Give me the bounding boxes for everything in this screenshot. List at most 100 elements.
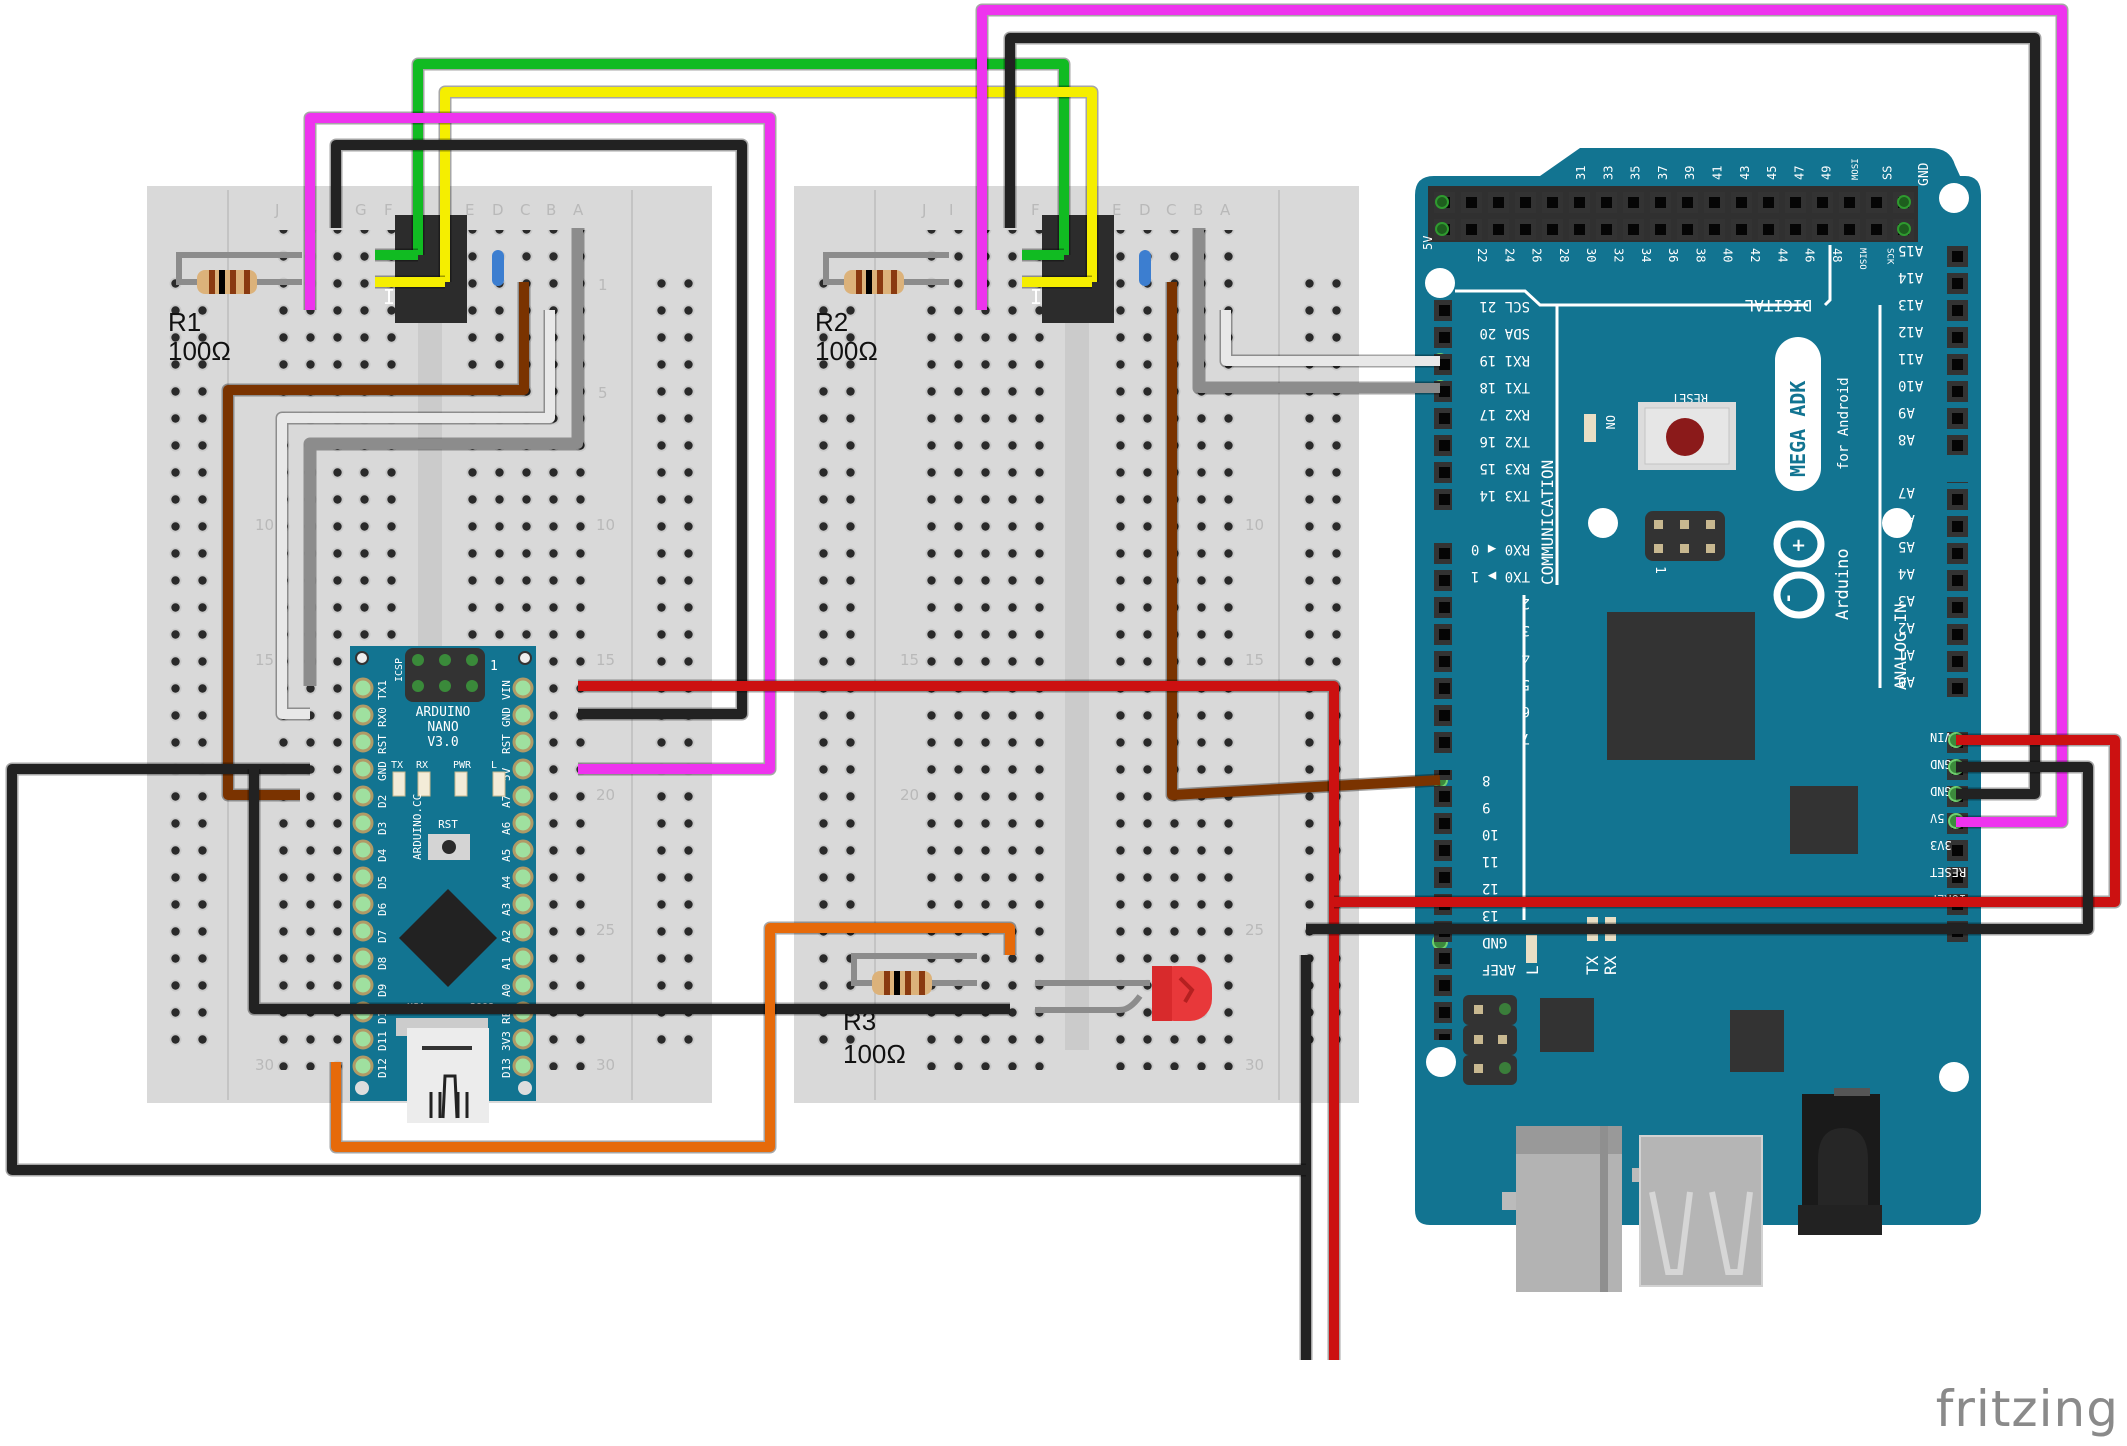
- minus-sign: -: [1778, 595, 1799, 602]
- analog-pin-label: A15: [1898, 242, 1923, 258]
- nano-pin[interactable]: [352, 812, 374, 834]
- pwm-pin-label: 5: [1522, 676, 1530, 692]
- col-number-25: 25: [596, 921, 615, 939]
- nano-pin[interactable]: [352, 1055, 374, 1077]
- nano-pin-label: A1: [500, 957, 513, 970]
- nano-pin[interactable]: [352, 866, 374, 888]
- arduino-logo: [1773, 520, 1825, 619]
- wire-grey-right[interactable]: [1194, 228, 1440, 393]
- row-letter-b: B: [546, 201, 556, 219]
- nano-pin[interactable]: [352, 677, 374, 699]
- usb-b-connector: [1502, 1126, 1622, 1292]
- wire-magenta-right[interactable]: [977, 5, 2067, 827]
- r2-value: 100Ω: [815, 336, 878, 366]
- resistor-band: [856, 270, 862, 294]
- nano-pin[interactable]: [512, 1028, 534, 1050]
- col-number-15-left: 15: [255, 651, 274, 669]
- col-number-15-b2-left: 15: [900, 651, 919, 669]
- col-number-10-left: 10: [255, 516, 274, 534]
- header-right-label: GND: [1917, 162, 1932, 186]
- nano-pin[interactable]: [512, 677, 534, 699]
- nano-pin[interactable]: [352, 704, 374, 726]
- nano-pin[interactable]: [512, 1055, 534, 1077]
- nano-pin[interactable]: [352, 1028, 374, 1050]
- nano-pin[interactable]: [512, 785, 534, 807]
- nano-led-pwr: [454, 771, 468, 797]
- nano-pin[interactable]: [512, 704, 534, 726]
- blue-jumper-2[interactable]: [1139, 250, 1151, 286]
- wire-brown-right[interactable]: [1167, 282, 1441, 800]
- ic-2[interactable]: I: [1030, 215, 1114, 323]
- power-pin-label: RESET: [1930, 865, 1966, 879]
- resistor-r2[interactable]: [823, 252, 949, 294]
- header-pin-label: 24: [1502, 248, 1516, 262]
- ic-1[interactable]: I: [383, 215, 467, 323]
- nano-pin-label: D2: [376, 795, 389, 808]
- nano-pin[interactable]: [512, 758, 534, 780]
- wires: [5, 3, 2122, 1360]
- nano-pin[interactable]: [512, 866, 534, 888]
- row-letter-f: F: [384, 201, 393, 219]
- nano-pin-label: A5: [500, 849, 513, 862]
- wire-white-left[interactable]: [277, 310, 555, 719]
- header-pin-label: 49: [1820, 166, 1834, 180]
- wire-orange[interactable]: [331, 923, 1015, 1152]
- red-led[interactable]: [1035, 966, 1212, 1021]
- wire-black-right[interactable]: [1005, 33, 2040, 799]
- col-number-10-b2: 10: [1245, 516, 1264, 534]
- mega-adk-badge: [1775, 337, 1821, 491]
- nano-pin[interactable]: [512, 920, 534, 942]
- nano-pin[interactable]: [352, 893, 374, 915]
- power-pin-label: VIN: [1930, 730, 1952, 744]
- nano-pin[interactable]: [512, 947, 534, 969]
- resistor-r3[interactable]: [851, 953, 977, 995]
- wire-yellow-top[interactable]: [440, 87, 1097, 282]
- wire-magenta-left[interactable]: [305, 113, 775, 774]
- nano-pin[interactable]: [512, 974, 534, 996]
- resistor-r1[interactable]: [176, 252, 302, 294]
- power-pin-label: GND: [1930, 784, 1952, 798]
- analog-pin-label: A6: [1898, 511, 1915, 527]
- r2-ref: R2: [815, 307, 848, 337]
- nano-pin[interactable]: [352, 731, 374, 753]
- reset-button[interactable]: [1638, 402, 1736, 470]
- nano-pin[interactable]: [352, 974, 374, 996]
- nano-pin[interactable]: [352, 947, 374, 969]
- nano-pin[interactable]: [512, 731, 534, 753]
- nano-pin[interactable]: [352, 785, 374, 807]
- wire-red-vin[interactable]: [1334, 735, 2120, 907]
- nano-pin-label: GND: [500, 707, 513, 727]
- reset-label: RESET: [1672, 391, 1708, 405]
- mega-small-header: [1463, 995, 1517, 1085]
- nano-pin[interactable]: [352, 839, 374, 861]
- wire-black-loop[interactable]: [7, 764, 1306, 1175]
- nano-pin-label: D13: [500, 1058, 513, 1078]
- col-number-20: 20: [596, 786, 615, 804]
- wire-red-5v[interactable]: [578, 681, 1339, 1360]
- nano-icsp-pin1: 1: [490, 659, 498, 674]
- wire-white-right[interactable]: [1221, 310, 1440, 366]
- power-pin-label: 3V3: [1930, 838, 1952, 852]
- col-number-10: 10: [596, 516, 615, 534]
- nano-pin[interactable]: [352, 920, 374, 942]
- nano-pin[interactable]: [352, 758, 374, 780]
- wire-black-gnd[interactable]: [1306, 762, 2093, 934]
- nano-pin-label: D6: [376, 903, 389, 916]
- nano-pin-label: A4: [500, 875, 513, 889]
- arduino-nano[interactable]: TX1RX0RSTGNDD2D3D4D5D6D7D8D9D10D11D12VIN…: [350, 646, 536, 1123]
- col-number-5: 5: [598, 384, 608, 402]
- blue-jumper-1[interactable]: [492, 250, 504, 286]
- nano-pin[interactable]: [512, 812, 534, 834]
- wire-grey-left[interactable]: [305, 228, 583, 686]
- header-pin-label: 22: [1475, 248, 1489, 262]
- nano-pin[interactable]: [512, 893, 534, 915]
- wire-green-top[interactable]: [413, 59, 1069, 255]
- l-label: L: [1523, 965, 1542, 975]
- nano-led-label: TX: [391, 760, 403, 771]
- wire-black-left[interactable]: [331, 140, 747, 719]
- wire-black-led[interactable]: [249, 769, 1010, 1014]
- nano-pin[interactable]: [512, 839, 534, 861]
- comm-pin-label: RX3 15: [1479, 460, 1530, 476]
